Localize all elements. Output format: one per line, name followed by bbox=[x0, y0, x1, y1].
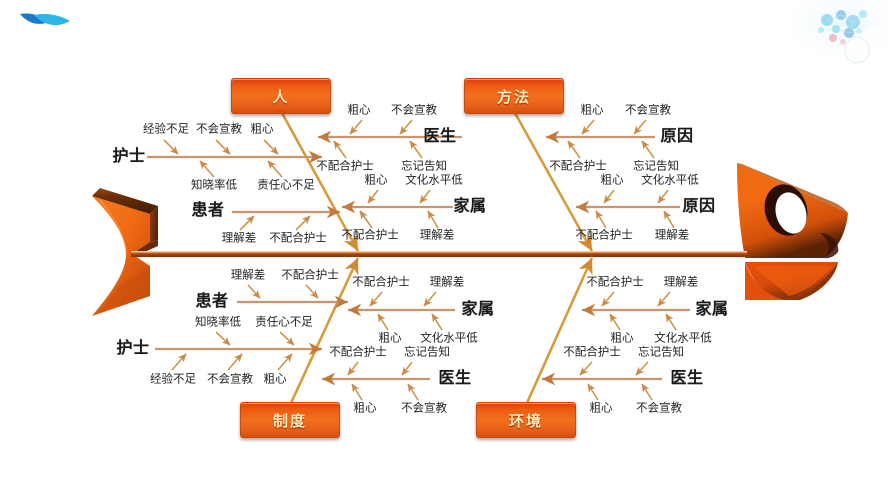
bio-network-decoration-icon bbox=[791, 0, 887, 66]
bone-fangfa bbox=[513, 112, 594, 252]
bone-huanjing bbox=[525, 257, 594, 404]
category-label-ren: 人 bbox=[272, 88, 290, 106]
cause-twigs bbox=[163, 119, 677, 401]
category-label-fangfa: 方法 bbox=[496, 88, 531, 106]
category-label-zhidu: 制度 bbox=[272, 412, 307, 430]
category-box-huanjing[interactable]: 环境 bbox=[476, 402, 576, 438]
fish-spine bbox=[131, 251, 747, 257]
category-label-huanjing: 环境 bbox=[508, 412, 543, 430]
fish-tail bbox=[92, 188, 158, 316]
bone-ren bbox=[280, 112, 360, 252]
category-box-ren[interactable]: 人 bbox=[231, 78, 331, 114]
bone-zhidu bbox=[289, 257, 360, 404]
category-box-zhidu[interactable]: 制度 bbox=[240, 402, 340, 438]
branch-bones bbox=[147, 130, 690, 386]
category-box-fangfa[interactable]: 方法 bbox=[464, 78, 564, 114]
page-surface bbox=[8, 6, 881, 494]
swoosh-logo-icon bbox=[20, 13, 70, 26]
category-bones bbox=[280, 112, 594, 404]
fish-head bbox=[737, 163, 848, 300]
